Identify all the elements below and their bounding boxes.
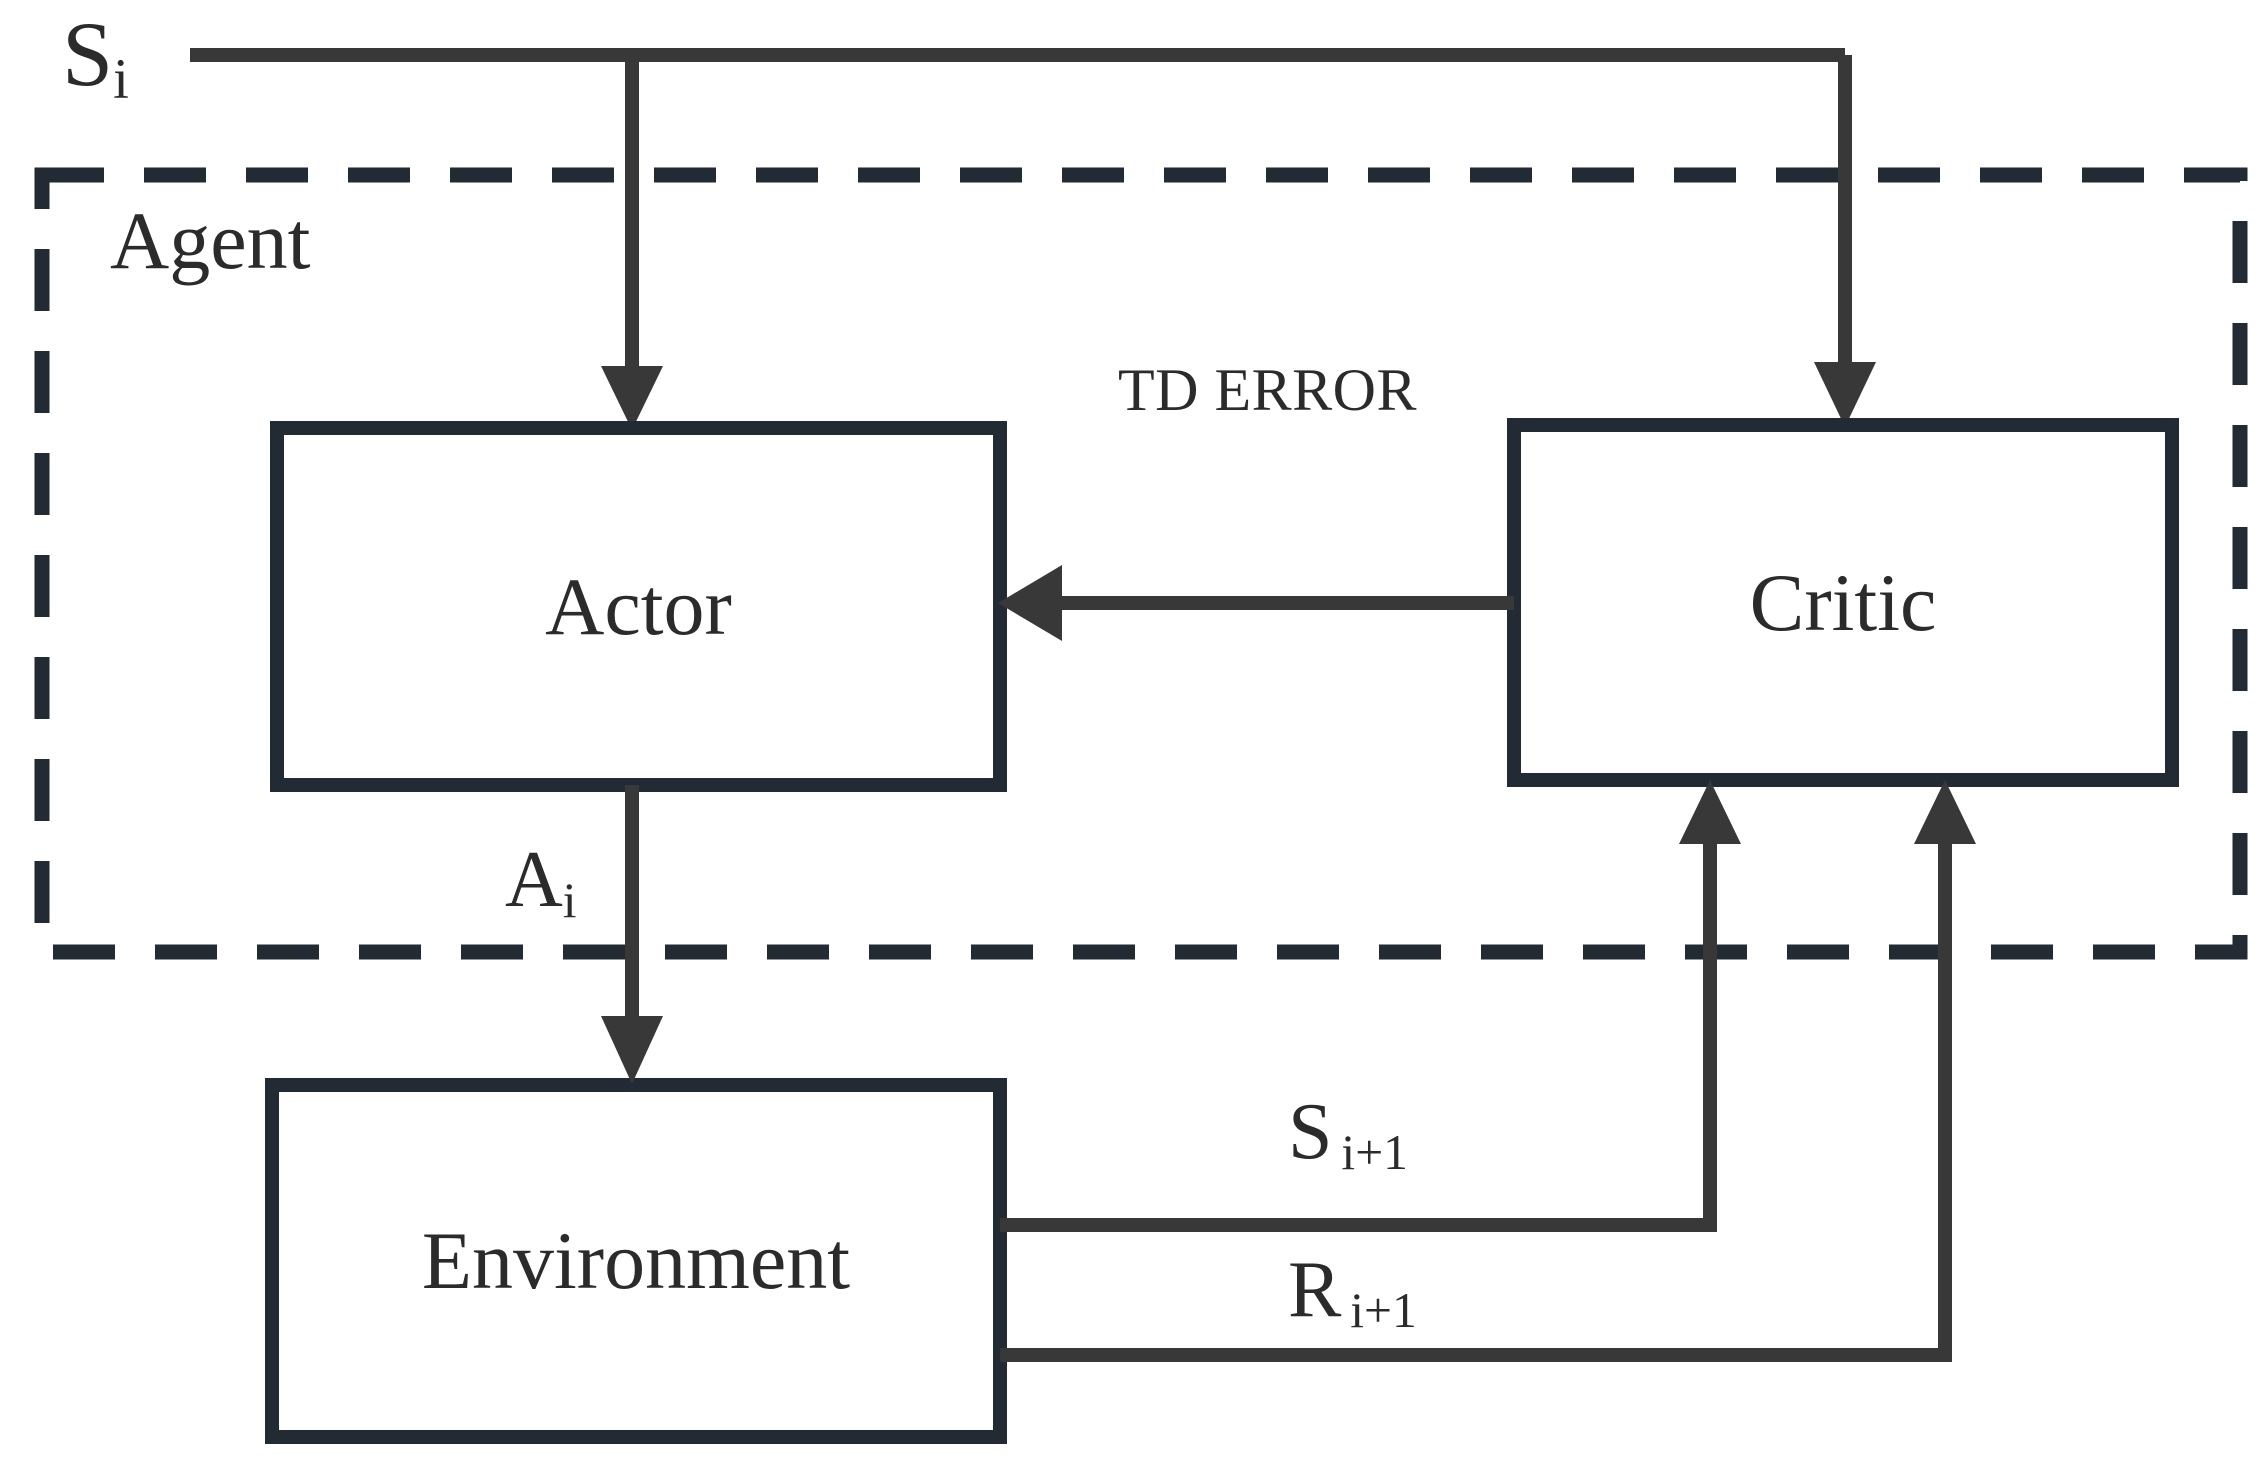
edge-reward-line <box>1000 840 1952 1362</box>
action-subscript: i <box>562 872 577 928</box>
td-error-edge-label: TD ERROR <box>1118 357 1418 423</box>
state-input-label: Si <box>62 8 129 108</box>
agent-boundary-label: Agent <box>110 195 311 286</box>
edge-td-error-arrowhead <box>998 565 1062 641</box>
next-state-base: S <box>1288 1088 1333 1176</box>
edge-reward-arrowhead <box>1914 780 1976 844</box>
edge-action-arrowhead <box>601 1016 663 1084</box>
next-state-subscript: i+1 <box>1341 1124 1408 1180</box>
environment-box[interactable] <box>265 1078 1007 1444</box>
critic-box[interactable] <box>1507 418 2179 787</box>
edge-state-to-critic-arrowhead <box>1814 362 1876 427</box>
edge-state-to-actor-arrowhead <box>601 366 663 430</box>
agent-boundary-dashed-box <box>34 167 2248 960</box>
action-edge-label: Ai <box>505 840 577 925</box>
action-base: A <box>505 836 563 924</box>
actor-box[interactable] <box>270 421 1007 792</box>
state-input-base: S <box>62 3 114 105</box>
edge-next-state-line <box>1000 840 1717 1232</box>
reward-subscript: i+1 <box>1350 1282 1417 1338</box>
reward-base: R <box>1288 1246 1342 1334</box>
state-input-subscript: i <box>113 47 130 111</box>
edge-next-state-arrowhead <box>1679 780 1741 844</box>
